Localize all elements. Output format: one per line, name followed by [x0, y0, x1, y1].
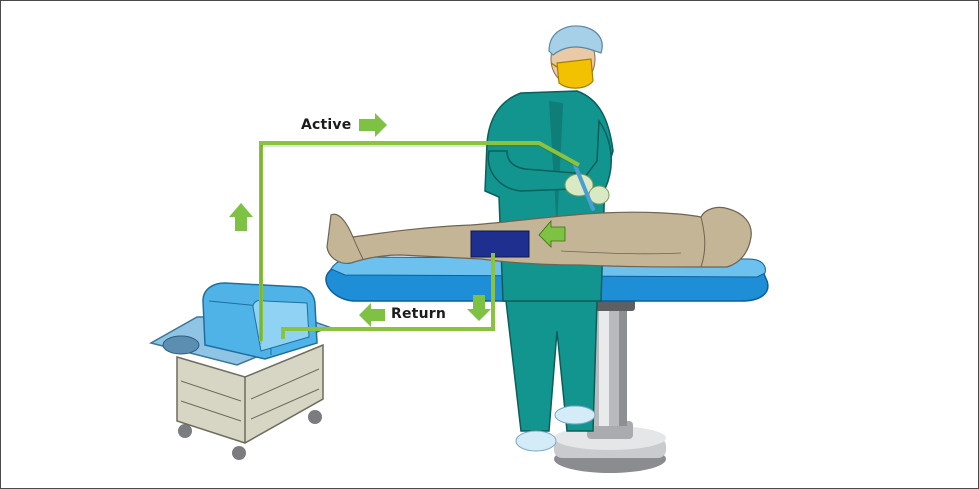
arrow-up-icon [229, 203, 253, 231]
surgeon-mask [557, 59, 593, 88]
electrosurgical-generator-cart [151, 283, 329, 460]
active-label: Active [301, 117, 351, 133]
return-electrode-pad [471, 231, 529, 257]
shoe-cover-left [516, 431, 556, 451]
shoe-cover-right [555, 406, 595, 424]
return-label: Return [391, 306, 446, 322]
cart-cup-holder [163, 336, 199, 354]
arrow-right-icon [359, 113, 387, 137]
arrow-left-icon [359, 303, 385, 327]
